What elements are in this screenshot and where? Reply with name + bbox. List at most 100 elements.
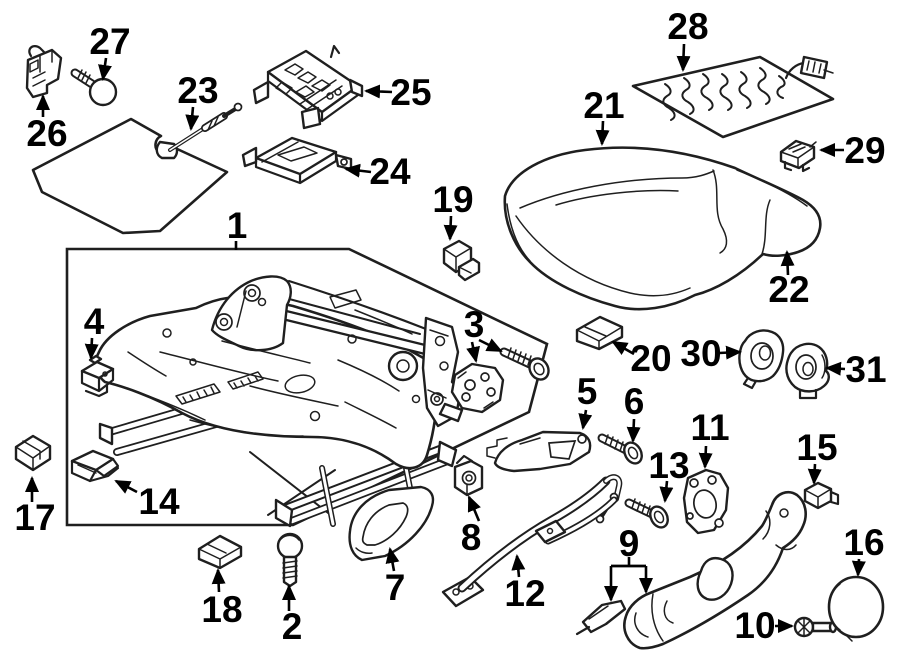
part-15-clip[interactable] (803, 481, 840, 510)
callout-label-13[interactable]: 13 (648, 445, 689, 486)
callout-label-20[interactable]: 20 (630, 338, 671, 379)
part-31-bushing-stroke[interactable] (798, 388, 818, 400)
part-11-gasket-stroke[interactable] (714, 518, 724, 528)
part-27-screw-stroke[interactable] (77, 69, 91, 84)
part-8-clamp-stroke[interactable] (465, 474, 473, 482)
part-1-seat-frame-stroke[interactable] (219, 317, 229, 327)
part-17-clip[interactable] (14, 434, 52, 472)
part-29-connector-stroke[interactable] (780, 141, 817, 169)
part-24-control-module[interactable] (241, 136, 353, 185)
part-26-bracket-stroke[interactable] (25, 48, 63, 99)
part-13-bolt[interactable] (624, 498, 671, 531)
part-23-rod-stroke[interactable] (202, 113, 227, 131)
part-26-bracket[interactable] (25, 45, 63, 99)
part-28-heater-element-stroke[interactable] (631, 55, 835, 139)
part-28-heater-element-stroke[interactable] (757, 67, 771, 105)
part-1-seat-frame-stroke[interactable] (94, 295, 439, 470)
part-3-mount-bracket-stroke[interactable] (438, 402, 464, 423)
seat-side-shield-stroke[interactable] (696, 557, 734, 601)
part-21-seat-cushion[interactable] (503, 146, 822, 311)
part-13-bolt-stroke[interactable] (631, 498, 651, 516)
part-13-bolt-stroke[interactable] (647, 504, 671, 531)
part-3-mount-bracket[interactable] (438, 347, 553, 423)
callout-label-8[interactable]: 8 (461, 517, 482, 558)
part-28-heater-element-stroke[interactable] (738, 71, 752, 109)
part-20-clip-stroke[interactable] (576, 326, 623, 350)
part-19-clip-stroke[interactable] (458, 266, 472, 274)
part-5-bracket-plate-stroke[interactable] (577, 434, 587, 444)
callout-label-10[interactable]: 10 (734, 605, 775, 646)
part-6-bolt[interactable] (597, 433, 645, 467)
part-14-bumper[interactable] (70, 449, 120, 483)
part-25-bracket-module-stroke[interactable] (329, 44, 341, 59)
part-4-bracket-stroke[interactable] (84, 383, 109, 398)
part-25-bracket-module[interactable] (252, 44, 364, 130)
part-18-clip[interactable] (197, 534, 243, 570)
part-31-bushing-stroke[interactable] (821, 354, 826, 379)
part-15-clip-stroke[interactable] (829, 490, 840, 506)
part-18-clip-stroke[interactable] (197, 534, 243, 570)
callout-label-18[interactable]: 18 (201, 589, 242, 630)
part-16-cap-stroke[interactable] (845, 634, 853, 642)
callout-label-2[interactable]: 2 (282, 606, 303, 647)
part-5-bracket-plate-stroke[interactable] (548, 440, 577, 460)
part-26-bracket-stroke[interactable] (28, 45, 48, 58)
part-1-seat-frame-stroke[interactable] (439, 361, 449, 371)
part-12-support-wire-stroke[interactable] (459, 478, 609, 591)
part-4-bracket-stroke[interactable] (102, 371, 108, 377)
part-23-rod-stroke[interactable] (155, 140, 179, 160)
part-8-clamp-stroke[interactable] (455, 454, 474, 465)
part-26-bracket-stroke[interactable] (29, 59, 39, 73)
part-25-bracket-module-stroke[interactable] (299, 79, 343, 111)
part-28-heater-element-stroke[interactable] (719, 73, 733, 111)
part-27-screw-stroke[interactable] (89, 84, 99, 105)
callout-label-30[interactable]: 30 (680, 333, 721, 374)
part-19-clip-stroke[interactable] (443, 247, 472, 273)
callout-label-5[interactable]: 5 (577, 371, 598, 412)
part-1-seat-frame-stroke[interactable] (289, 457, 453, 524)
part-21-seat-cushion-stroke[interactable] (515, 215, 691, 297)
part-23-rod-stroke[interactable] (207, 116, 219, 131)
seam-21-22-split[interactable] (712, 169, 728, 254)
part-11-gasket-stroke[interactable] (707, 475, 717, 485)
part-28-heater-element-stroke[interactable] (776, 75, 786, 99)
part-11-gasket[interactable] (682, 468, 730, 535)
part-31-bushing-stroke[interactable] (802, 361, 814, 377)
part-9-clip[interactable] (575, 599, 627, 636)
part-25-bracket-module-stroke[interactable] (275, 63, 331, 98)
part-3-mount-bracket-stroke[interactable] (532, 362, 546, 377)
callout-label-16[interactable]: 16 (843, 522, 884, 563)
part-1-seat-frame-stroke[interactable] (411, 394, 421, 404)
part-1-seat-frame-stroke[interactable] (433, 395, 441, 403)
part-1-seat-frame-stroke[interactable] (215, 313, 233, 331)
part-1-seat-frame-stroke[interactable] (119, 309, 413, 437)
part-8-clamp[interactable] (453, 454, 484, 497)
part-1-seat-frame-stroke[interactable] (189, 358, 197, 366)
seat-side-shield-stroke[interactable] (779, 508, 789, 518)
part-21-seat-cushion-stroke[interactable] (761, 199, 771, 255)
part-24-control-module-stroke[interactable] (261, 141, 318, 163)
callout-label-7[interactable]: 7 (385, 567, 406, 608)
part-3-mount-bracket-stroke[interactable] (457, 371, 494, 409)
callout-label-27[interactable]: 27 (89, 21, 130, 62)
part-6-bolt-stroke[interactable] (627, 446, 640, 460)
part-12-support-wire[interactable] (441, 474, 623, 608)
part-30-grommet[interactable] (738, 329, 785, 390)
part-1-seat-frame-stroke[interactable] (434, 335, 446, 347)
part-12-support-wire-stroke[interactable] (452, 588, 460, 596)
part-1-seat-frame-stroke[interactable] (329, 289, 362, 309)
part-10-pin-stroke[interactable] (797, 617, 811, 637)
part-1-seat-frame-stroke[interactable] (175, 383, 221, 405)
part-3-mount-bracket-stroke[interactable] (526, 355, 553, 383)
part-20-clip[interactable] (575, 315, 624, 351)
seat-side-shield-stroke[interactable] (634, 612, 649, 638)
part-1-seat-frame-stroke[interactable] (284, 373, 317, 396)
part-31-bushing-stroke[interactable] (795, 354, 817, 380)
part-6-bolt-stroke[interactable] (621, 440, 645, 467)
seat-side-shield-stroke[interactable] (762, 510, 797, 551)
part-5-bracket-plate-stroke[interactable] (486, 437, 508, 459)
part-8-clamp-stroke[interactable] (461, 470, 477, 486)
part-3-mount-bracket-stroke[interactable] (461, 392, 471, 402)
part-1-seat-frame-stroke[interactable] (320, 466, 335, 526)
part-1-seat-frame-stroke[interactable] (264, 307, 427, 353)
